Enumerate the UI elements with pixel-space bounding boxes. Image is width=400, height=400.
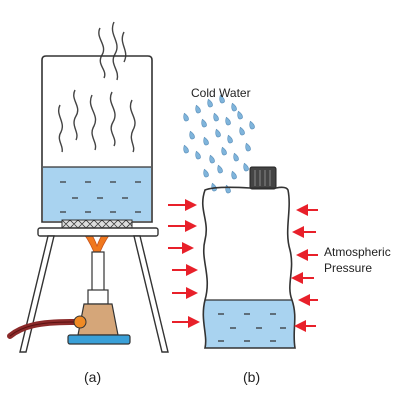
water-drop [213, 112, 219, 122]
water-drop [183, 144, 189, 154]
water-drop [183, 112, 189, 122]
bottle-cap [249, 166, 277, 190]
pressure-arrows [168, 199, 318, 332]
water-drop [203, 168, 209, 178]
water-dashes [60, 181, 141, 213]
panel-b-label: (b) [243, 369, 260, 385]
water-drop [227, 134, 233, 144]
water-drop [225, 184, 231, 194]
panel-a-heated-container [7, 21, 169, 353]
water-drop [225, 116, 231, 126]
water-drop [243, 162, 249, 172]
water-drop [249, 120, 255, 130]
water-drop [209, 154, 215, 164]
water-drop [201, 118, 207, 128]
cold-water-drops [183, 94, 255, 194]
water-drop [237, 110, 243, 120]
water-drop [245, 142, 251, 152]
panel-b-cooled-bottle [168, 94, 318, 349]
water-drop [217, 164, 223, 174]
water-drop [231, 170, 237, 180]
tripod-legs [19, 235, 169, 353]
water-drop [189, 130, 195, 140]
bottle-water [202, 300, 295, 348]
tripod-plate [37, 227, 159, 237]
cold-water-label: Cold Water [191, 86, 251, 100]
pressure-label: Pressure [324, 261, 372, 275]
water-drop [195, 104, 201, 114]
wire-gauze [61, 219, 133, 229]
panel-a-label: (a) [84, 369, 101, 385]
water-drop [215, 128, 221, 138]
water-drop [207, 98, 213, 108]
container-outline [41, 55, 153, 223]
atmospheric-label: Atmospheric [324, 245, 391, 259]
boiling-water [43, 167, 151, 221]
water-drop [211, 182, 217, 192]
water-drop [239, 126, 245, 136]
water-drop [203, 136, 209, 146]
water-drop [233, 152, 239, 162]
water-drop [195, 150, 201, 160]
steam-wisps [58, 21, 136, 153]
bunsen-burner [67, 251, 131, 345]
water-drop [221, 146, 227, 156]
gas-valve [73, 315, 87, 329]
crushed-bottle-outline [201, 186, 296, 349]
water-drop [219, 94, 225, 104]
water-drop [231, 102, 237, 112]
